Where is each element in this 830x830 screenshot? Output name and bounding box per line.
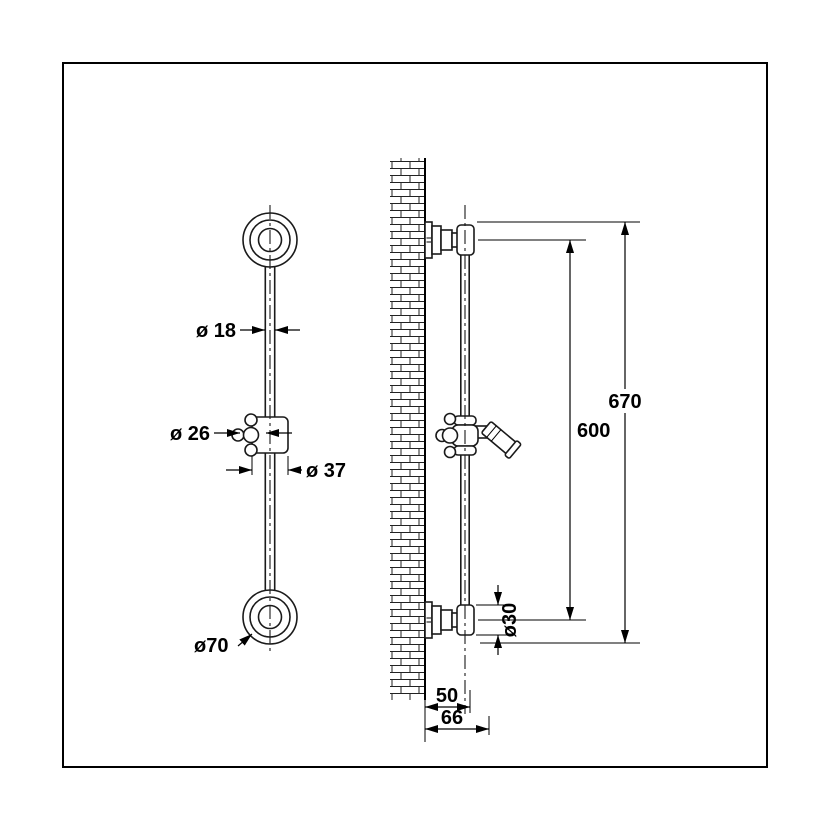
bottom-mount-side	[424, 601, 475, 639]
dimension-flange-diameter: ø70	[194, 633, 253, 657]
top-mount-side	[424, 221, 475, 259]
side-handle-ball-bottom	[443, 445, 457, 459]
flange-diameter-label: ø70	[194, 635, 228, 657]
wall-hatch	[390, 158, 425, 700]
side-view-dimensions: 600 670 ø30 50 66	[424, 221, 642, 742]
side-handle-ball-top	[443, 412, 457, 426]
handle-ball-bottom	[244, 443, 258, 457]
slider-diameter-label: ø 37	[306, 460, 346, 482]
handle-hub	[242, 426, 260, 444]
front-view-dimensions: ø 18 ø 26 ø 37 ø70	[170, 320, 346, 657]
dimension-centres-height: 600	[478, 239, 610, 621]
wall-offset-label: 50	[436, 685, 458, 707]
bottom-plate-detail	[426, 617, 431, 623]
side-view	[390, 158, 522, 714]
cap-diameter-label: ø30	[499, 603, 521, 637]
handle-diameter-label: ø 26	[170, 423, 210, 445]
side-handle-hub	[441, 427, 459, 444]
slider-side	[435, 412, 522, 459]
dimension-cap-diameter: ø30	[476, 585, 521, 655]
dimension-slider-diameter: ø 37	[226, 456, 346, 482]
slider-front	[231, 413, 289, 457]
centres-height-label: 600	[577, 420, 610, 442]
dimension-overall-height: 670	[477, 221, 642, 644]
dimension-rail-diameter: ø 18	[196, 320, 300, 342]
front-view	[231, 205, 298, 655]
drawing-border	[62, 62, 768, 768]
top-plate-detail	[426, 237, 431, 243]
overall-height-label: 670	[608, 391, 641, 413]
handset-holder	[481, 421, 522, 459]
dimension-wall-offsets: 50 66	[424, 685, 490, 742]
dimension-handle-diameter: ø 26	[170, 423, 292, 445]
handle-ball-top	[244, 413, 258, 427]
front-offset-label: 66	[441, 707, 463, 729]
rail-diameter-label: ø 18	[196, 320, 236, 342]
brick-wall	[390, 158, 426, 700]
handle-ball-left	[231, 428, 245, 442]
